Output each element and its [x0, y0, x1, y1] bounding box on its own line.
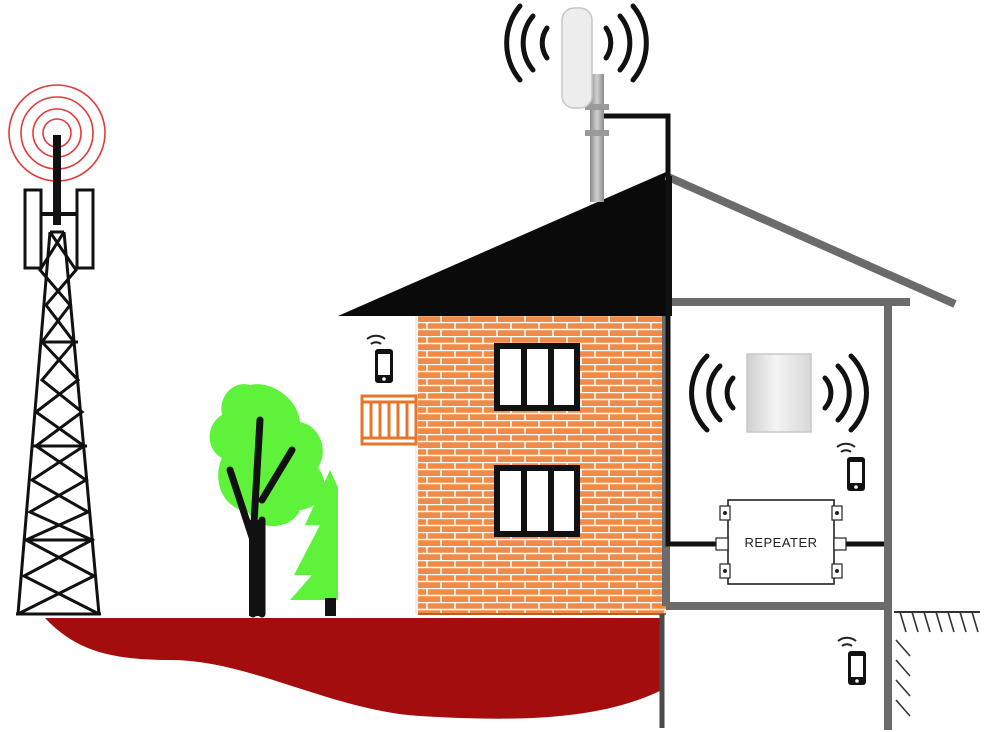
- earth-hatching: [894, 611, 980, 717]
- roof: [338, 172, 666, 316]
- repeater-label: REPEATER: [744, 535, 817, 550]
- tower-panel-left: [23, 188, 43, 270]
- antenna-radome: [561, 7, 593, 109]
- signal-waves-icon: [504, 3, 649, 83]
- cell-tower-icon: [8, 84, 106, 616]
- repeater-box-icon: REPEATER: [715, 499, 847, 585]
- tower-mast-top: [53, 135, 61, 225]
- tower-lattice: [16, 230, 101, 616]
- ground: [45, 618, 662, 719]
- mobile-phone-icon: [836, 442, 865, 491]
- lower-window: [494, 465, 580, 537]
- tower-panel-right: [75, 188, 95, 270]
- upper-window: [494, 343, 580, 411]
- indoor-antenna-icon: [746, 353, 812, 433]
- tree-icon: [209, 384, 325, 618]
- balcony: [360, 394, 418, 446]
- outdoor-antenna-icon: [561, 7, 671, 202]
- coax-cable-outdoor: [665, 316, 722, 547]
- signal-waves-icon: [689, 353, 869, 433]
- house-cutaway-outline: [662, 172, 957, 730]
- mobile-phone-icon: [837, 636, 866, 685]
